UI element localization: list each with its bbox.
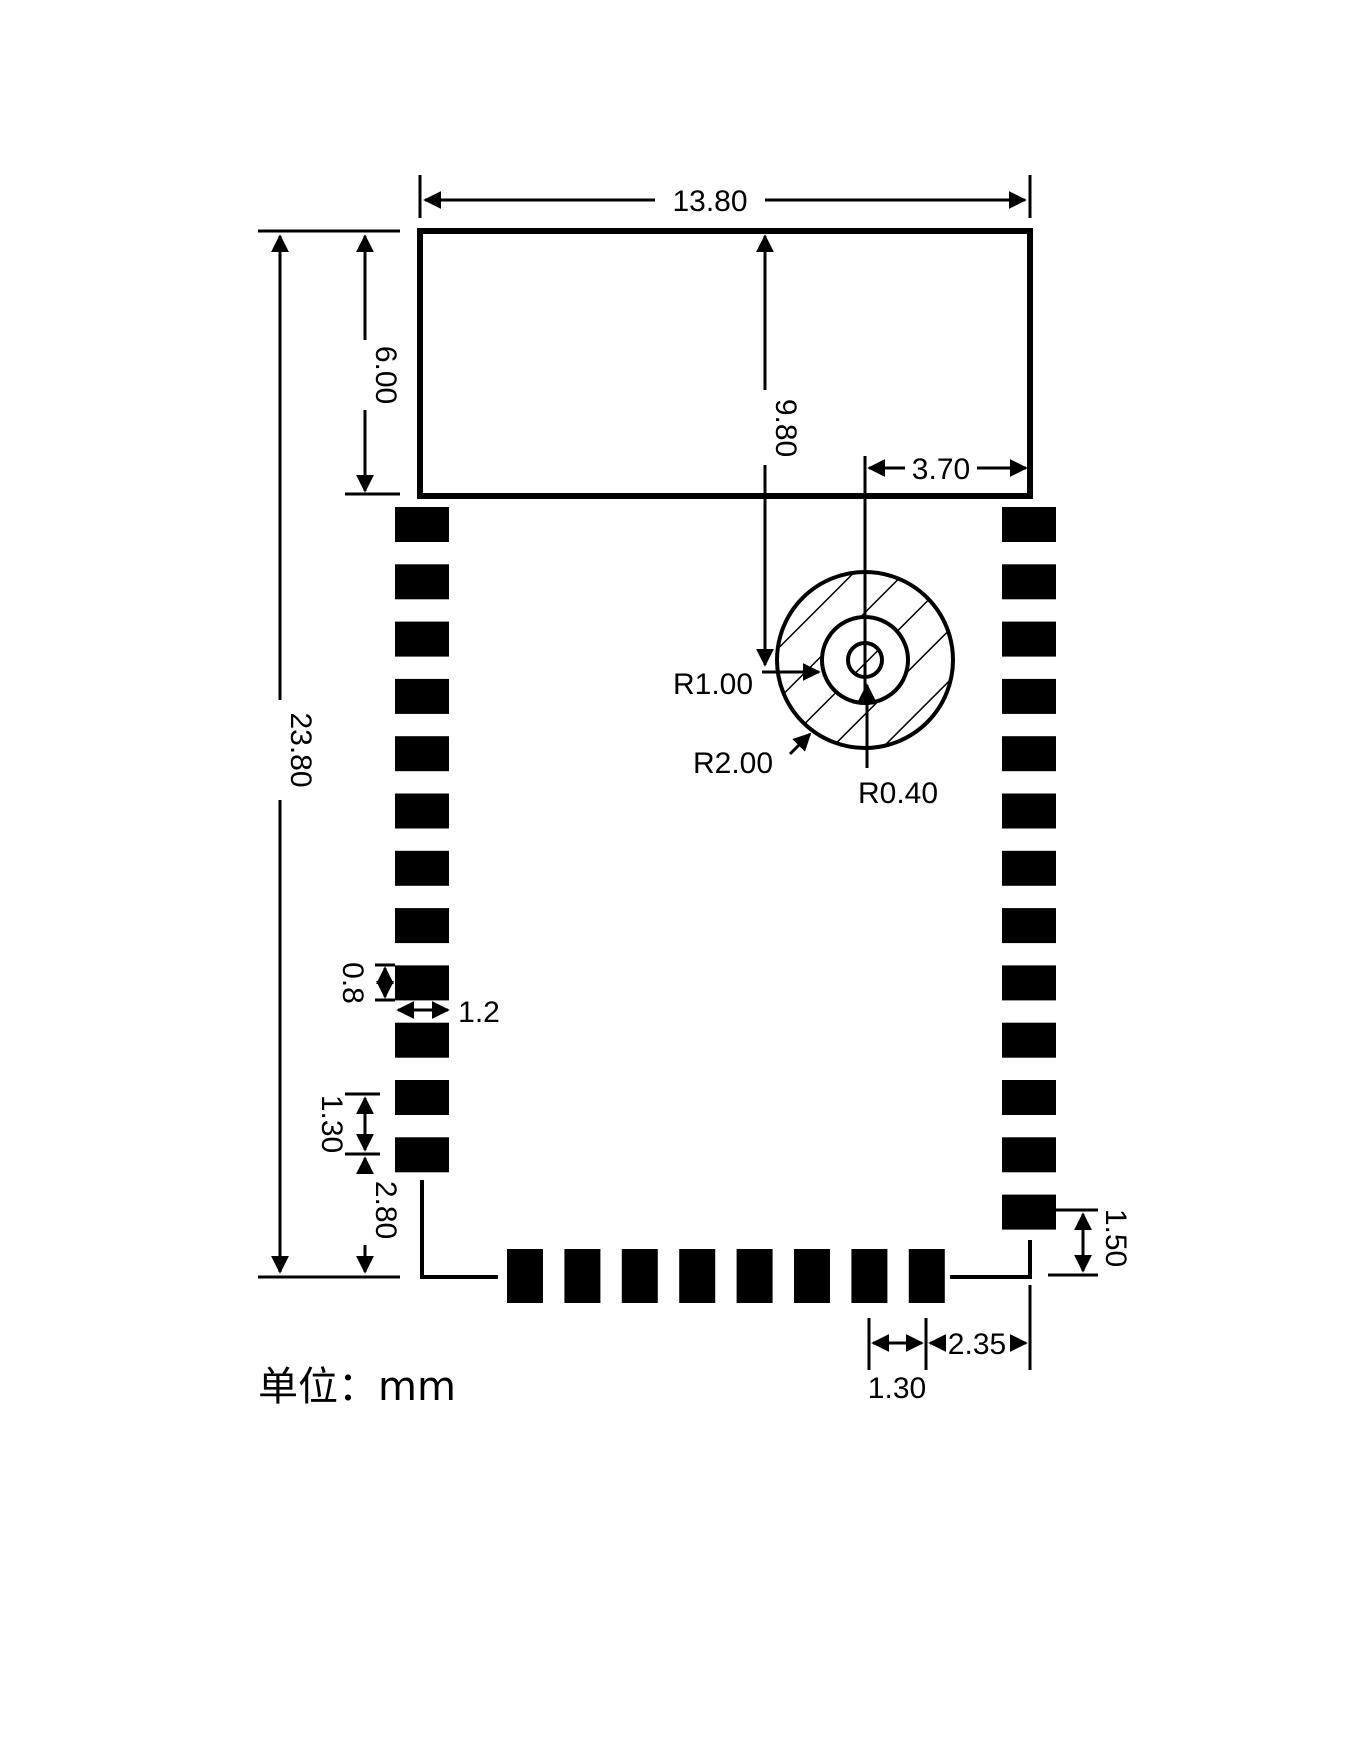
right-pad — [1002, 1137, 1056, 1172]
right-pad — [1002, 851, 1056, 886]
right-pad — [1002, 507, 1056, 542]
bottom-pad — [564, 1249, 600, 1303]
left-pad — [395, 1023, 449, 1058]
bottom-pad — [622, 1249, 658, 1303]
label-r-inner: R1.00 — [673, 668, 753, 701]
dim-bottom-pitch: 1.30 — [868, 1318, 926, 1405]
bottom-pad — [794, 1249, 830, 1303]
board-outline-left-bottom — [422, 1180, 498, 1277]
left-pad — [395, 1137, 449, 1172]
right-pad — [1002, 1023, 1056, 1058]
label-hole-from-top: 9.80 — [769, 399, 802, 457]
dim-antenna-height: 6.00 — [345, 236, 402, 494]
left-pad — [395, 965, 449, 1000]
left-pad — [395, 1080, 449, 1115]
label-r-outer: R2.00 — [693, 747, 773, 780]
callout-r-outer: R2.00 — [693, 734, 810, 780]
dim-pad-height: 0.8 — [336, 962, 395, 1004]
label-right-pad-to-bottom: 1.50 — [1099, 1209, 1132, 1267]
board-outline-right-bottom — [950, 1240, 1030, 1277]
left-pad — [395, 507, 449, 542]
bottom-pad — [737, 1249, 773, 1303]
left-pad — [395, 736, 449, 771]
right-pad — [1002, 908, 1056, 943]
label-r-hole: R0.40 — [858, 777, 938, 810]
right-pad — [1002, 1080, 1056, 1115]
dim-pad-pitch: 1.30 — [315, 1094, 380, 1154]
label-bottom-edge-offset: 2.35 — [948, 1328, 1006, 1361]
label-last-pad-to-bottom: 2.80 — [369, 1181, 402, 1239]
mounting-hole — [777, 456, 953, 748]
bottom-pad — [909, 1249, 945, 1303]
right-pad-row — [1002, 507, 1056, 1230]
left-pad — [395, 851, 449, 886]
left-pad — [395, 908, 449, 943]
right-pad — [1002, 679, 1056, 714]
bottom-pad-row — [507, 1249, 945, 1303]
dim-last-pad-to-bottom: 2.80 — [365, 1158, 402, 1272]
dim-hole-from-top: 9.80 — [765, 236, 802, 665]
bottom-pad — [851, 1249, 887, 1303]
left-pad — [395, 564, 449, 599]
label-antenna-height: 6.00 — [369, 346, 402, 404]
right-pad — [1002, 736, 1056, 771]
label-width-total: 13.80 — [672, 185, 747, 218]
dim-bottom-edge-offset: 2.35 — [930, 1285, 1030, 1370]
bottom-pad — [507, 1249, 543, 1303]
label-hole-from-right: 3.70 — [912, 453, 970, 486]
label-height-total: 23.80 — [284, 712, 317, 787]
bottom-pad — [679, 1249, 715, 1303]
left-pad — [395, 794, 449, 829]
right-pad — [1002, 622, 1056, 657]
right-pad — [1002, 1195, 1056, 1230]
right-pad — [1002, 965, 1056, 1000]
dim-hole-from-right: 3.70 — [869, 453, 1026, 486]
dim-right-pad-to-bottom: 1.50 — [1048, 1209, 1132, 1275]
left-pad — [395, 679, 449, 714]
label-pad-width: 1.2 — [458, 996, 500, 1029]
left-pad-row — [395, 507, 449, 1172]
unit-label: 单位：mm — [258, 1364, 456, 1410]
dim-width-total: 13.80 — [420, 175, 1030, 218]
left-pad — [395, 622, 449, 657]
label-pad-pitch: 1.30 — [315, 1095, 348, 1153]
right-pad — [1002, 564, 1056, 599]
label-bottom-pitch: 1.30 — [868, 1372, 926, 1405]
right-pad — [1002, 794, 1056, 829]
label-pad-height: 0.8 — [336, 962, 369, 1004]
